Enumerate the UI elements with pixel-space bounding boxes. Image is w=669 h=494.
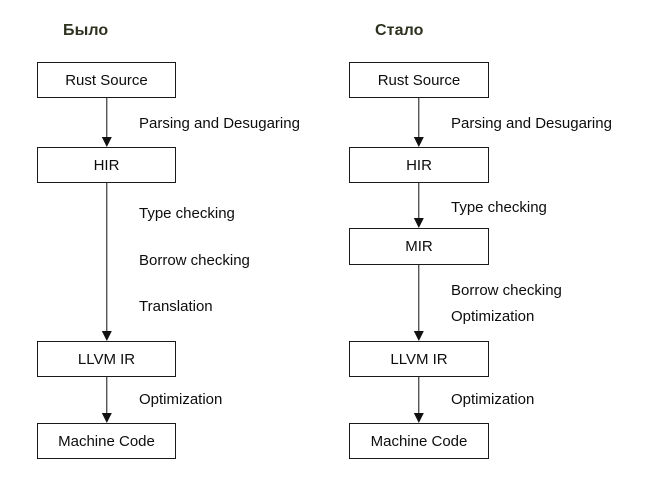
edge-line: [418, 98, 420, 138]
node-after-llvm-ir: LLVM IR: [349, 341, 489, 377]
edge-label-before-type-checking: Type checking: [139, 205, 235, 222]
column-title-after: Стало: [375, 22, 424, 39]
arrowhead-icon: [101, 413, 112, 423]
edge-line: [106, 377, 108, 414]
column-title-before: Было: [63, 22, 109, 39]
node-after-mir: MIR: [349, 228, 489, 265]
arrowhead-icon: [101, 331, 112, 341]
node-label: LLVM IR: [390, 350, 448, 368]
edge-label-before-translation: Translation: [139, 298, 213, 315]
node-after-hir: HIR: [349, 147, 489, 183]
edge-line: [418, 377, 420, 414]
arrowhead-icon: [413, 413, 424, 423]
arrowhead-icon: [413, 218, 424, 228]
edge-line: [418, 183, 420, 219]
node-before-llvm-ir: LLVM IR: [37, 341, 176, 377]
node-before-machine-code: Machine Code: [37, 423, 176, 459]
edge-label-after-type-checking: Type checking: [451, 199, 547, 216]
node-label: Machine Code: [370, 432, 468, 450]
edge-line: [106, 98, 108, 138]
node-label: HIR: [93, 156, 120, 174]
node-label: Machine Code: [58, 432, 155, 450]
node-after-rust-source: Rust Source: [349, 62, 489, 98]
edge-line: [106, 183, 108, 332]
node-label: Rust Source: [65, 71, 148, 89]
edge-label-after-optimization-llvm: Optimization: [451, 391, 535, 408]
edge-label-before-borrow-checking: Borrow checking: [139, 252, 250, 269]
node-after-machine-code: Machine Code: [349, 423, 489, 459]
edge-label-after-optimization-mir: Optimization: [451, 308, 535, 325]
edge-label-after-parsing-and-desugaring: Parsing and Desugaring: [451, 115, 612, 132]
edge-label-before-parsing-and-desugaring: Parsing and Desugaring: [139, 115, 300, 132]
node-before-hir: HIR: [37, 147, 176, 183]
node-label: MIR: [405, 238, 433, 255]
arrowhead-icon: [413, 331, 424, 341]
node-before-rust-source: Rust Source: [37, 62, 176, 98]
edge-line: [418, 265, 420, 332]
node-label: LLVM IR: [77, 350, 136, 368]
arrowhead-icon: [413, 137, 424, 147]
edge-label-before-optimization: Optimization: [139, 391, 223, 408]
node-label: Rust Source: [377, 71, 461, 89]
arrowhead-icon: [101, 137, 112, 147]
edge-label-after-borrow-checking: Borrow checking: [451, 282, 562, 299]
node-label: HIR: [406, 156, 432, 174]
